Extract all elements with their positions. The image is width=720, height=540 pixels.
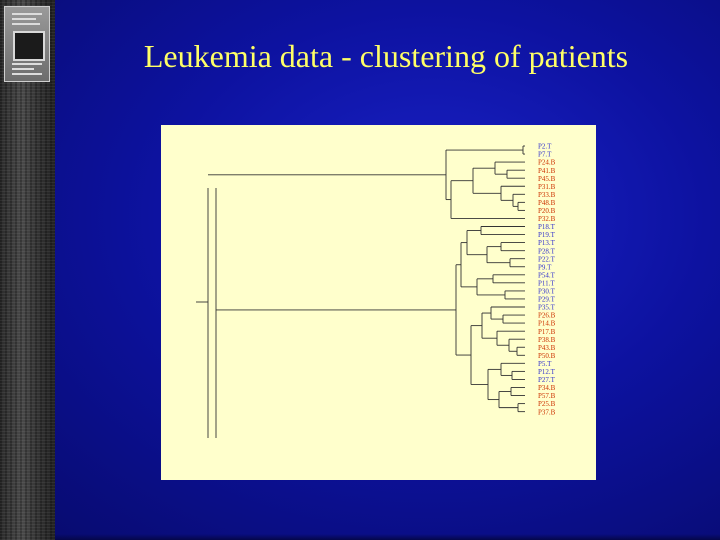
leaf-label: P20.B: [538, 207, 556, 215]
leaf-label: P22.T: [538, 255, 556, 263]
leaf-label: P19.T: [538, 231, 556, 239]
leaf-label: P37.B: [538, 408, 556, 416]
leaf-label: P27.T: [538, 376, 556, 384]
leaf-label: P41.B: [538, 167, 556, 175]
leaf-label: P31.B: [538, 183, 556, 191]
leaf-label: P32.B: [538, 215, 556, 223]
leaf-label: P43.B: [538, 344, 556, 352]
leaf-label: P17.B: [538, 328, 556, 336]
leaf-label: P33.B: [538, 191, 556, 199]
leaf-label: P28.T: [538, 247, 556, 255]
leaf-label: P29.T: [538, 296, 556, 304]
leaf-label: P9.T: [538, 263, 552, 271]
leaf-label: P35.T: [538, 304, 556, 312]
leaf-label: P24.B: [538, 159, 556, 167]
slide-title: Leukemia data - clustering of patients: [143, 38, 629, 74]
leaf-label: P13.T: [538, 239, 556, 247]
leaf-label: P25.B: [538, 400, 556, 408]
leaf-label: P2.T: [538, 143, 552, 151]
leaf-label: P18.T: [538, 223, 556, 231]
leaf-label: P48.B: [538, 199, 556, 207]
leaf-label: P38.B: [538, 336, 556, 344]
leaf-label: P7.T: [538, 151, 552, 159]
leaf-label: P30.T: [538, 288, 556, 296]
leaf-label: P14.B: [538, 320, 556, 328]
leaf-label: P45.B: [538, 175, 556, 183]
leaf-label: P50.B: [538, 352, 556, 360]
side-texture-strip: [0, 0, 55, 540]
leaf-label: P5.T: [538, 360, 552, 368]
leaf-label: P57.B: [538, 392, 556, 400]
bottom-shade: [55, 534, 720, 540]
leaf-label: P54.T: [538, 271, 556, 279]
leaf-label: P34.B: [538, 384, 556, 392]
leaf-label: P12.T: [538, 368, 556, 376]
dendrogram: P2.TP7.TP24.BP41.BP45.BP31.BP33.BP48.BP2…: [196, 143, 556, 438]
leaf-label: P26.B: [538, 312, 556, 320]
logo-badge: [4, 6, 50, 82]
leaf-label: P11.T: [538, 279, 555, 287]
